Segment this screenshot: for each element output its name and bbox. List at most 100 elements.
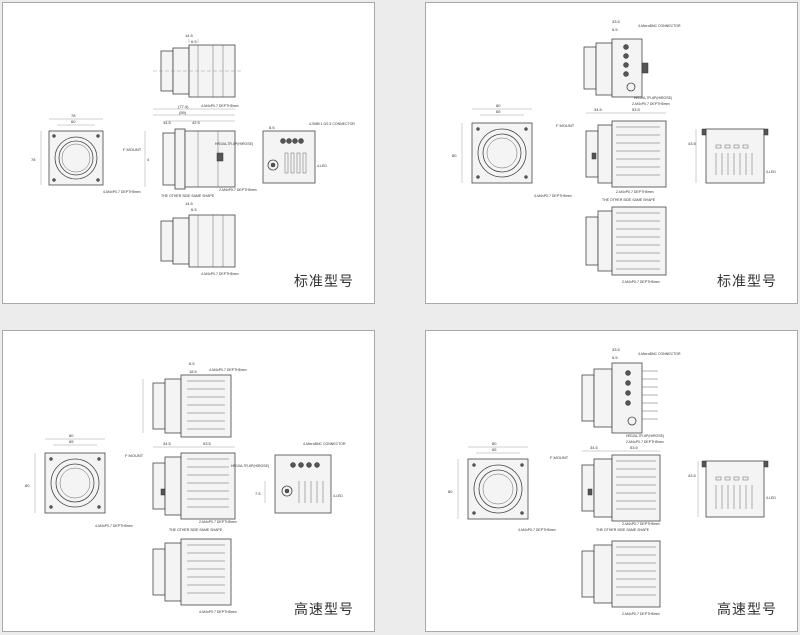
side-screw-note: 2-M4xP0.7 DEPTH5mm bbox=[616, 190, 654, 194]
front-inner: 65 bbox=[69, 439, 74, 444]
side-mount-label: F MOUNT bbox=[550, 455, 569, 460]
side-dim-2: 53.5 bbox=[203, 441, 212, 446]
camera-drawing-standard-2: 33.5 6.5 4-MicroBNC CONNECTOR HR10A-7R-6… bbox=[452, 19, 776, 284]
top-view: 33.5 6.5 4-MicroBNC CONNECTOR HR10A-7R-6… bbox=[583, 19, 681, 106]
rear-dim-1: 7.5 bbox=[255, 491, 261, 496]
top-screw-note: 4-M4xP0.7 DEPTH5mm bbox=[201, 104, 239, 108]
front-height: 80 bbox=[448, 489, 453, 494]
side-dim-1: 34.5 bbox=[594, 107, 603, 112]
side-dim-5: 4 bbox=[147, 157, 150, 162]
rear-view: 43.5 4-LED bbox=[688, 128, 776, 184]
top-view: 33.5 6.5 4-MicroBNC CONNECTOR HR10A-7R-6… bbox=[581, 347, 681, 444]
front-width: 78 bbox=[71, 113, 76, 118]
bottom-screw-note: 2-M4xP0.7 DEPTH5mm bbox=[622, 612, 660, 616]
drawing-panel-highspeed-2: 33.5 6.5 4-MicroBNC CONNECTOR HR10A-7R-6… bbox=[425, 330, 798, 632]
side-screw-note: 2-M4xP0.7 DEPTH5mm bbox=[199, 520, 237, 524]
side-screw-note: 2-M4xP0.7 DEPTH5mm bbox=[622, 522, 660, 526]
front-height: 80 bbox=[25, 483, 30, 488]
side-other-note: THE OTHER SIDE SAME SHAPE bbox=[169, 528, 223, 532]
side-mount-label: F MOUNT bbox=[556, 123, 575, 128]
panel-title: 高速型号 bbox=[717, 602, 777, 618]
top-dim-2: 6.5 bbox=[612, 27, 618, 32]
camera-drawing-highspeed-2: 33.5 6.5 4-MicroBNC CONNECTOR HR10A-7R-6… bbox=[448, 347, 776, 616]
front-screw-note: 4-M4xP0.7 DEPTH5mm bbox=[103, 190, 141, 194]
bottom-view: 2-M4xP0.7 DEPTH5mm bbox=[585, 206, 667, 284]
rear-led-label: 4-LED bbox=[766, 496, 776, 500]
top-dim-1: 33.5 bbox=[612, 19, 621, 24]
rear-dim-1: 8.5 bbox=[269, 125, 275, 130]
front-inner: 60 bbox=[71, 119, 76, 124]
side-view: 34.5 53.5 F MOUNT 2-M4xP0.7 DEPTH5mm THE… bbox=[550, 445, 661, 532]
top-view: 14.5 6.5 4-M4xP0.7 DEPTH5mm bbox=[153, 33, 243, 108]
side-screw-note: 2-M4xP0.7 DEPTH5mm bbox=[219, 188, 257, 192]
top-connector-label: 4-MicroBNC CONNECTOR bbox=[638, 24, 681, 28]
rear-connector-label: 4-SMB 1.0/2.3 CONNECTOR bbox=[309, 122, 355, 126]
side-dim-2: 53.5 bbox=[632, 107, 641, 112]
drawing-panel-standard-2: 33.5 6.5 4-MicroBNC CONNECTOR HR10A-7R-6… bbox=[425, 2, 798, 304]
front-screw-note: 4-M4xP0.7 DEPTH5mm bbox=[534, 194, 572, 198]
front-inner: 65 bbox=[492, 447, 497, 452]
front-width: 80 bbox=[492, 441, 497, 446]
top-dim-1: 33.5 bbox=[612, 347, 621, 352]
front-inner: 65 bbox=[496, 109, 501, 114]
side-dim-2: (59) bbox=[179, 110, 187, 115]
bottom-view: 4-M4xP0.7 DEPTH5mm bbox=[152, 538, 237, 614]
bottom-screw-note: 4-M4xP0.7 DEPTH5mm bbox=[199, 610, 237, 614]
side-view: 34.5 53.5 F MOUNT 2-M4xP0.7 DEPTH5mm THE… bbox=[556, 107, 667, 202]
side-dims: (77.4) (59) 34.5 42.5 bbox=[153, 104, 235, 125]
side-dim-2: 53.5 bbox=[630, 445, 639, 450]
side-other-note: THE OTHER SIDE SAME SHAPE bbox=[596, 528, 650, 532]
rear-led-label: 4-LED bbox=[333, 494, 343, 498]
panel-title: 标准型号 bbox=[294, 274, 354, 290]
front-view: 78 60 78 4-M4xP0.7 DEPTH5mm bbox=[31, 113, 141, 194]
rear-dim-1: 43.5 bbox=[688, 141, 697, 146]
top-dim-2: 18.5 bbox=[189, 369, 198, 374]
top-dim-2: 6.5 bbox=[191, 39, 197, 44]
rear-view: 4-MicroBNC CONNECTOR 7.5 4-LED bbox=[255, 442, 346, 514]
panel-title: 高速型号 bbox=[294, 602, 354, 618]
side-dim-1: 34.5 bbox=[163, 441, 172, 446]
rear-led-label: 4-LED bbox=[766, 170, 776, 174]
rear-led-label: 4-LED bbox=[317, 164, 327, 168]
top-screw-note: 2-M4xP0.7 DEPTH5mm bbox=[632, 102, 670, 106]
bottom-view: 2-M4xP0.7 DEPTH5mm bbox=[581, 540, 661, 616]
front-width: 80 bbox=[496, 103, 501, 108]
top-dim-2: 6.5 bbox=[612, 355, 618, 360]
top-view: 6.5 18.5 4-M4xP0.7 DEPTH5mm bbox=[142, 361, 247, 438]
side-view: 34.5 53.5 F MOUNT HR10A-7R-6P(HIROSE) 2-… bbox=[125, 441, 269, 532]
side-hirose-label: HR10A-7R-6P(HIROSE) bbox=[231, 464, 269, 468]
front-height: 80 bbox=[452, 153, 457, 158]
front-screw-note: 4-M4xP0.7 DEPTH5mm bbox=[518, 528, 556, 532]
side-other-note: THE OTHER SIDE SAME SHAPE bbox=[602, 198, 656, 202]
rear-view: 43.5 4-LED bbox=[688, 460, 776, 518]
bottom-screw-note: 2-M4xP0.7 DEPTH5mm bbox=[622, 280, 660, 284]
front-view: 80 65 80 4-M4xP0.7 DEPTH5mm bbox=[25, 433, 133, 528]
top-hirose-label: HR10A-7R-6P(HIROSE) bbox=[626, 434, 664, 438]
rear-dim-1: 43.5 bbox=[688, 473, 697, 478]
bottom-dim-2: 6.5 bbox=[191, 207, 197, 212]
top-screw-note: 4-M4xP0.7 DEPTH5mm bbox=[209, 368, 247, 372]
top-dim-1: 6.5 bbox=[189, 361, 195, 366]
front-view: 80 65 80 4-M4xP0.7 DEPTH5mm bbox=[452, 103, 572, 198]
top-connector-label: 4-MicroBNC CONNECTOR bbox=[638, 352, 681, 356]
front-height: 78 bbox=[31, 157, 36, 162]
top-hirose-label: HR10A-7R-6P(HIROSE) bbox=[634, 96, 672, 100]
drawing-panel-standard-1: 14.5 6.5 4-M4xP0.7 DEPTH5mm (77.4) (59) … bbox=[2, 2, 375, 304]
camera-drawing-standard-1: 14.5 6.5 4-M4xP0.7 DEPTH5mm (77.4) (59) … bbox=[31, 33, 355, 276]
side-mount-label: F MOUNT bbox=[123, 147, 142, 152]
side-dim-1: 34.5 bbox=[590, 445, 599, 450]
front-view: 80 65 80 4-M4xP0.7 DEPTH5mm bbox=[448, 441, 556, 532]
side-hirose-label: HR10A-7R-6P(HIROSE) bbox=[215, 142, 253, 146]
side-other-note: THE OTHER SIDE SAME SHAPE bbox=[161, 194, 215, 198]
bottom-dim-1: 14.5 bbox=[185, 201, 194, 206]
rear-connector-label: 4-MicroBNC CONNECTOR bbox=[303, 442, 346, 446]
front-screw-note: 4-M4xP0.7 DEPTH5mm bbox=[95, 524, 133, 528]
rear-view: 8.5 3.5 4-SMB 1.0/2.3 CONNECTOR 4-LED bbox=[262, 122, 355, 184]
side-mount-label: F MOUNT bbox=[125, 453, 144, 458]
side-dim-1: (77.4) bbox=[178, 104, 189, 109]
panel-title: 标准型号 bbox=[717, 274, 777, 290]
bottom-view: 14.5 6.5 4-M4xP0.7 DEPTH5mm bbox=[160, 201, 239, 276]
camera-drawing-highspeed-1: 6.5 18.5 4-M4xP0.7 DEPTH5mm 80 65 80 4-M… bbox=[25, 361, 346, 614]
side-view: F MOUNT HR10A-7R-6P(HIROSE) 4 2-M4xP0.7 … bbox=[123, 128, 257, 198]
top-dim-1: 14.5 bbox=[185, 33, 194, 38]
